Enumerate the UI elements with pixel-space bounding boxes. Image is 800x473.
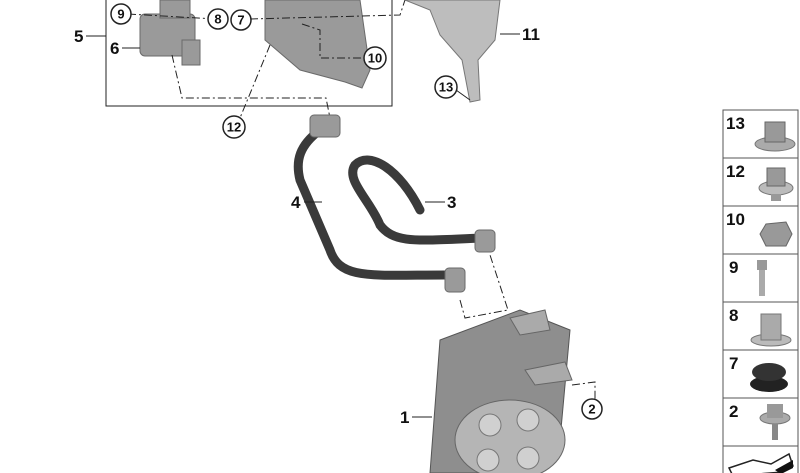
- callout-7[interactable]: 7: [230, 9, 252, 31]
- svg-text:9: 9: [729, 258, 738, 277]
- svg-text:12: 12: [227, 120, 241, 135]
- callout-12[interactable]: 12: [222, 115, 246, 139]
- svg-text:10: 10: [726, 210, 745, 229]
- flange-nut-icon: [758, 167, 794, 201]
- socket-head-screw-icon: [757, 260, 767, 296]
- holder-bracket[interactable]: [264, 0, 371, 89]
- panel-cell-10[interactable]: 10: [722, 205, 799, 255]
- oil-cooler-part-1[interactable]: [429, 309, 573, 473]
- callout-10[interactable]: 10: [363, 46, 387, 70]
- hose-connector: [444, 267, 466, 293]
- hex-bolt-washer-icon: [759, 404, 791, 440]
- spacer-sleeve-icon: [750, 313, 792, 347]
- hex-nut-icon: [759, 221, 793, 247]
- assembly-5-box: [105, 0, 393, 107]
- svg-text:7: 7: [729, 354, 738, 373]
- svg-text:13: 13: [439, 80, 453, 95]
- callout-8[interactable]: 8: [207, 8, 229, 30]
- svg-text:2: 2: [588, 402, 595, 417]
- parts-panel: 13 12 10 9 8 7 2: [722, 109, 799, 473]
- svg-text:13: 13: [726, 114, 745, 133]
- svg-text:8: 8: [214, 12, 221, 27]
- svg-text:8: 8: [729, 306, 738, 325]
- panel-cell-9[interactable]: 9: [722, 253, 799, 303]
- callout-6[interactable]: 6: [110, 39, 119, 58]
- hose-connector: [309, 114, 341, 138]
- svg-text:9: 9: [117, 7, 124, 22]
- hose-connector: [474, 229, 496, 253]
- callout-11[interactable]: 11: [522, 25, 540, 44]
- panel-cell-2[interactable]: 2: [722, 397, 799, 447]
- collar-nut-icon: [754, 121, 796, 152]
- panel-cell-gasket[interactable]: [722, 445, 799, 473]
- callout-3[interactable]: 3: [447, 193, 456, 212]
- callout-5[interactable]: 5: [74, 27, 83, 46]
- hose-part-3[interactable]: [348, 155, 490, 245]
- callout-13[interactable]: 13: [434, 75, 458, 99]
- hose-part-4[interactable]: [293, 125, 450, 280]
- callout-9[interactable]: 9: [110, 3, 132, 25]
- callout-2[interactable]: 2: [581, 398, 603, 420]
- callout-1[interactable]: 1: [400, 408, 409, 427]
- callout-4[interactable]: 4: [291, 193, 301, 212]
- gasket-shape-icon: [727, 452, 794, 473]
- svg-text:12: 12: [726, 162, 745, 181]
- valve-part-6[interactable]: [139, 0, 201, 66]
- panel-cell-8[interactable]: 8: [722, 301, 799, 351]
- bracket-part-11[interactable]: [404, 0, 501, 103]
- rubber-grommet-icon: [750, 363, 788, 392]
- panel-cell-12[interactable]: 12: [722, 157, 799, 207]
- svg-text:7: 7: [237, 13, 244, 28]
- panel-cell-13[interactable]: 13: [722, 109, 799, 159]
- svg-text:2: 2: [729, 402, 738, 421]
- panel-cell-7[interactable]: 7: [722, 349, 799, 399]
- svg-text:10: 10: [368, 51, 382, 66]
